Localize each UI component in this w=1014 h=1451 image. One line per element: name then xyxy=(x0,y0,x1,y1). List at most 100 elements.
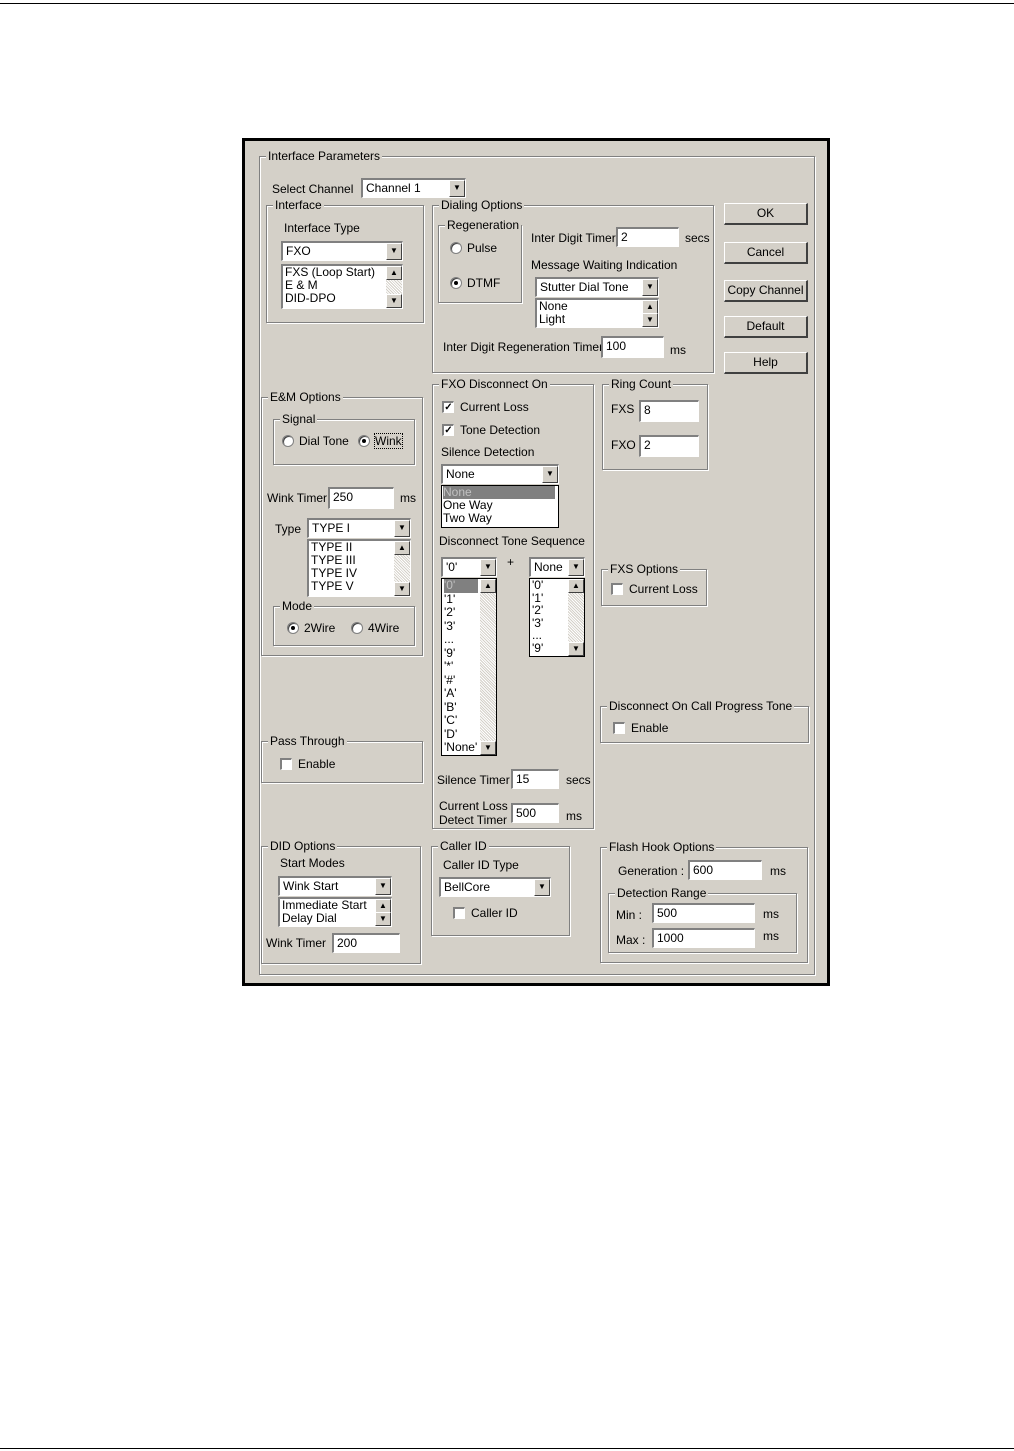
copy-channel-button[interactable]: Copy Channel xyxy=(724,280,808,302)
inter-digit-timer-field[interactable]: 2 xyxy=(616,227,679,247)
ring-count-fxo-field[interactable]: 2 xyxy=(639,435,699,457)
scroll-up-icon[interactable]: ▲ xyxy=(568,579,584,593)
list-item[interactable]: 'D' xyxy=(444,726,458,741)
scroll-up-icon[interactable]: ▲ xyxy=(480,579,496,593)
list-item[interactable]: One Way xyxy=(443,498,493,512)
four-wire-radio[interactable] xyxy=(351,622,363,634)
list-item[interactable]: DID-DPO xyxy=(285,291,336,305)
fxs-current-loss-checkbox[interactable] xyxy=(611,583,623,595)
list-item[interactable]: Immediate Start xyxy=(282,898,367,912)
list-item[interactable]: Delay Dial xyxy=(282,911,337,925)
current-loss-checkbox[interactable]: ✓ xyxy=(442,401,454,413)
start-modes-list[interactable]: Immediate Start Delay Dial ▲ ▼ xyxy=(278,897,392,927)
list-item[interactable]: None xyxy=(539,299,568,313)
regen-timer-field[interactable]: 100 xyxy=(601,336,664,358)
list-item[interactable]: 'None' xyxy=(444,740,478,754)
current-loss-timer-field[interactable]: 500 xyxy=(511,803,559,823)
scrollbar[interactable]: ▲ ▼ xyxy=(642,300,658,327)
max-field[interactable]: 1000 xyxy=(652,928,755,948)
tone-seq2-list[interactable]: '0' '1' '2' '3' ... '9' ▲ ▼ xyxy=(529,578,585,657)
wink-radio[interactable] xyxy=(358,435,370,447)
list-item[interactable]: TYPE III xyxy=(311,553,356,567)
list-item[interactable]: '*' xyxy=(444,659,454,673)
list-item[interactable]: '1' xyxy=(532,590,544,605)
scrollbar[interactable]: ▲ ▼ xyxy=(375,899,391,926)
chevron-down-icon[interactable]: ▼ xyxy=(534,879,550,896)
list-item[interactable]: TYPE II xyxy=(311,540,353,554)
ring-count-fxs-field[interactable]: 8 xyxy=(639,400,699,422)
scroll-down-icon[interactable]: ▼ xyxy=(480,741,496,755)
did-wink-timer-field[interactable]: 200 xyxy=(332,933,400,953)
pass-through-enable-checkbox[interactable] xyxy=(280,758,292,770)
tone-seq1-combo[interactable]: '0' ▼ xyxy=(441,557,497,577)
scroll-up-icon[interactable]: ▲ xyxy=(386,266,402,280)
scroll-down-icon[interactable]: ▼ xyxy=(568,642,584,656)
scrollbar[interactable]: ▲ ▼ xyxy=(480,579,496,755)
list-item[interactable]: TYPE IV xyxy=(311,566,358,580)
caller-id-type-combo[interactable]: BellCore ▼ xyxy=(439,877,551,897)
silence-detection-list[interactable]: None One Way Two Way xyxy=(441,485,559,528)
list-item[interactable]: '1' xyxy=(444,591,456,606)
chevron-down-icon[interactable]: ▼ xyxy=(642,279,658,296)
list-item[interactable]: 'B' xyxy=(444,699,457,714)
tone-seq1-list[interactable]: '0' '1' '2' '3' ... '9' '*' '#' 'A' 'B' … xyxy=(441,578,497,756)
list-item[interactable]: '9' xyxy=(532,640,544,655)
chevron-down-icon[interactable]: ▼ xyxy=(386,243,402,260)
tone-detection-checkbox[interactable]: ✓ xyxy=(442,424,454,436)
chevron-down-icon[interactable]: ▼ xyxy=(542,466,558,483)
start-modes-combo[interactable]: Wink Start ▼ xyxy=(278,876,392,896)
list-item[interactable]: '2' xyxy=(444,605,456,619)
list-item[interactable]: FXS (Loop Start) xyxy=(285,265,376,279)
em-type-combo[interactable]: TYPE I ▼ xyxy=(307,518,411,538)
list-item[interactable]: '9' xyxy=(444,645,456,660)
scroll-up-icon[interactable]: ▲ xyxy=(375,899,391,913)
em-type-list[interactable]: TYPE II TYPE III TYPE IV TYPE V ▲ ▼ xyxy=(307,539,411,597)
help-button[interactable]: Help xyxy=(724,352,808,374)
chevron-down-icon[interactable]: ▼ xyxy=(568,559,584,576)
interface-type-list[interactable]: FXS (Loop Start) E & M DID-DPO ▲ ▼ xyxy=(281,264,403,309)
generation-field[interactable]: 600 xyxy=(688,860,762,880)
mwi-combo[interactable]: Stutter Dial Tone ▼ xyxy=(535,277,659,297)
chevron-down-icon[interactable]: ▼ xyxy=(375,878,391,895)
call-progress-enable-checkbox[interactable] xyxy=(613,722,625,734)
silence-timer-field[interactable]: 15 xyxy=(511,769,559,789)
scroll-up-icon[interactable]: ▲ xyxy=(642,300,658,314)
list-item[interactable]: None xyxy=(443,486,555,499)
list-item[interactable]: ... xyxy=(444,632,455,646)
list-item[interactable]: E & M xyxy=(285,278,318,292)
cancel-button[interactable]: Cancel xyxy=(724,242,808,264)
scroll-down-icon[interactable]: ▼ xyxy=(642,313,658,327)
list-item[interactable]: '0' xyxy=(444,579,478,593)
scroll-down-icon[interactable]: ▼ xyxy=(394,582,410,596)
em-wink-timer-field[interactable]: 250 xyxy=(328,487,394,509)
default-button[interactable]: Default xyxy=(724,316,808,338)
list-item[interactable]: '#' xyxy=(444,672,456,687)
silence-detection-combo[interactable]: None ▼ xyxy=(441,464,559,484)
scroll-up-icon[interactable]: ▲ xyxy=(394,541,410,555)
list-item[interactable]: '2' xyxy=(532,603,544,617)
two-wire-radio[interactable] xyxy=(287,622,299,634)
scroll-down-icon[interactable]: ▼ xyxy=(375,912,391,926)
list-item[interactable]: Two Way xyxy=(443,511,492,525)
list-item[interactable]: '3' xyxy=(532,615,544,630)
scrollbar[interactable]: ▲ ▼ xyxy=(394,541,410,596)
caller-id-checkbox[interactable] xyxy=(453,907,465,919)
pulse-radio[interactable] xyxy=(450,242,462,254)
scroll-down-icon[interactable]: ▼ xyxy=(386,294,402,308)
list-item[interactable]: '0' xyxy=(532,578,544,592)
chevron-down-icon[interactable]: ▼ xyxy=(394,520,410,537)
list-item[interactable]: Light xyxy=(539,312,566,326)
scrollbar[interactable]: ▲ ▼ xyxy=(568,579,584,656)
tone-seq2-combo[interactable]: None ▼ xyxy=(529,557,585,577)
interface-type-combo[interactable]: FXO ▼ xyxy=(281,241,403,261)
dtmf-radio[interactable] xyxy=(450,277,462,289)
chevron-down-icon[interactable]: ▼ xyxy=(449,180,465,197)
list-item[interactable]: '3' xyxy=(444,618,456,633)
list-item[interactable]: ... xyxy=(532,628,543,642)
list-item[interactable]: 'C' xyxy=(444,713,458,727)
min-field[interactable]: 500 xyxy=(652,903,755,923)
dial-tone-radio[interactable] xyxy=(282,435,294,447)
list-item[interactable]: TYPE V xyxy=(311,579,354,593)
select-channel-combo[interactable]: Channel 1 ▼ xyxy=(361,178,466,198)
ok-button[interactable]: OK xyxy=(724,203,808,225)
